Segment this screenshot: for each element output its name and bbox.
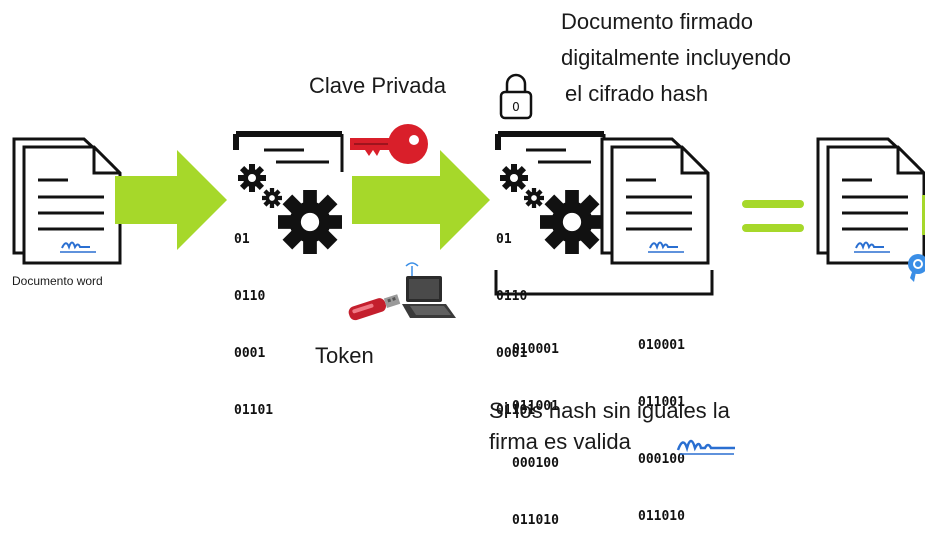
signed-document-icon: [600, 137, 710, 265]
bit-row: 01101: [234, 403, 274, 418]
bit-row: 0001: [234, 346, 266, 361]
signed-document-title-line1: Documento firmado: [561, 9, 753, 34]
token-label: Token: [315, 343, 374, 368]
hash-row: 011001: [638, 395, 685, 410]
signed-document-title-line2: digitalmente incluyendo: [561, 45, 791, 70]
large-gear-icon: [540, 190, 604, 254]
hash-left: 010001 011001 000100 011010: [512, 302, 559, 549]
document-word-icon: [12, 137, 122, 265]
binary-bits: 01 0110 0001 01101: [234, 192, 273, 458]
small-gear-icon: [262, 188, 282, 208]
validation-caption-line2: firma es valida: [489, 429, 631, 454]
hash-row: 000100: [512, 456, 559, 471]
validation-caption-line1: Si los hash sin iguales la: [489, 398, 730, 423]
large-gear-icon: [278, 190, 342, 254]
small-gear-icon: [500, 164, 528, 192]
hash-processor: 01 0110 0001 01101: [230, 128, 350, 418]
usb-token-icon: [348, 294, 401, 321]
hash-row: 011010: [512, 513, 559, 528]
document-word-label: Documento word: [12, 274, 103, 288]
laptop-icon: [402, 262, 456, 318]
key-icon: [350, 124, 428, 164]
hash-row: 011001: [512, 399, 559, 414]
hash-row: 010001: [512, 342, 559, 357]
lock-digit: 0: [512, 100, 520, 114]
small-gear-icon: [238, 164, 266, 192]
certificate-badge-icon: [908, 254, 925, 282]
binary-bits: 01 0110 0001 01101: [496, 192, 535, 458]
clave-privada-label: Clave Privada: [309, 73, 446, 98]
equals-icon: [742, 200, 804, 232]
header-doc-icon: [495, 131, 606, 172]
arrow-right-icon: [352, 150, 490, 250]
arrow-right-icon: [115, 150, 227, 250]
validated-document-icon: [816, 137, 925, 265]
small-gear-icon: [524, 188, 544, 208]
bit-row: 01101: [496, 403, 536, 418]
lock-icon: 0: [499, 73, 533, 120]
bit-row: 01: [496, 232, 512, 247]
bit-row: 0110: [234, 289, 266, 304]
hash-bracket: [494, 270, 714, 296]
bit-row: 01: [234, 232, 250, 247]
signed-document-title-line3: el cifrado hash: [565, 81, 709, 106]
signature-icon: [676, 439, 735, 455]
hash-row: 011010: [638, 509, 685, 524]
hash-row: 010001: [638, 338, 685, 353]
header-doc-icon: [233, 131, 344, 172]
bit-row: 0001: [496, 346, 528, 361]
signed-hash-processor: 01 0110 0001 01101: [492, 128, 612, 418]
